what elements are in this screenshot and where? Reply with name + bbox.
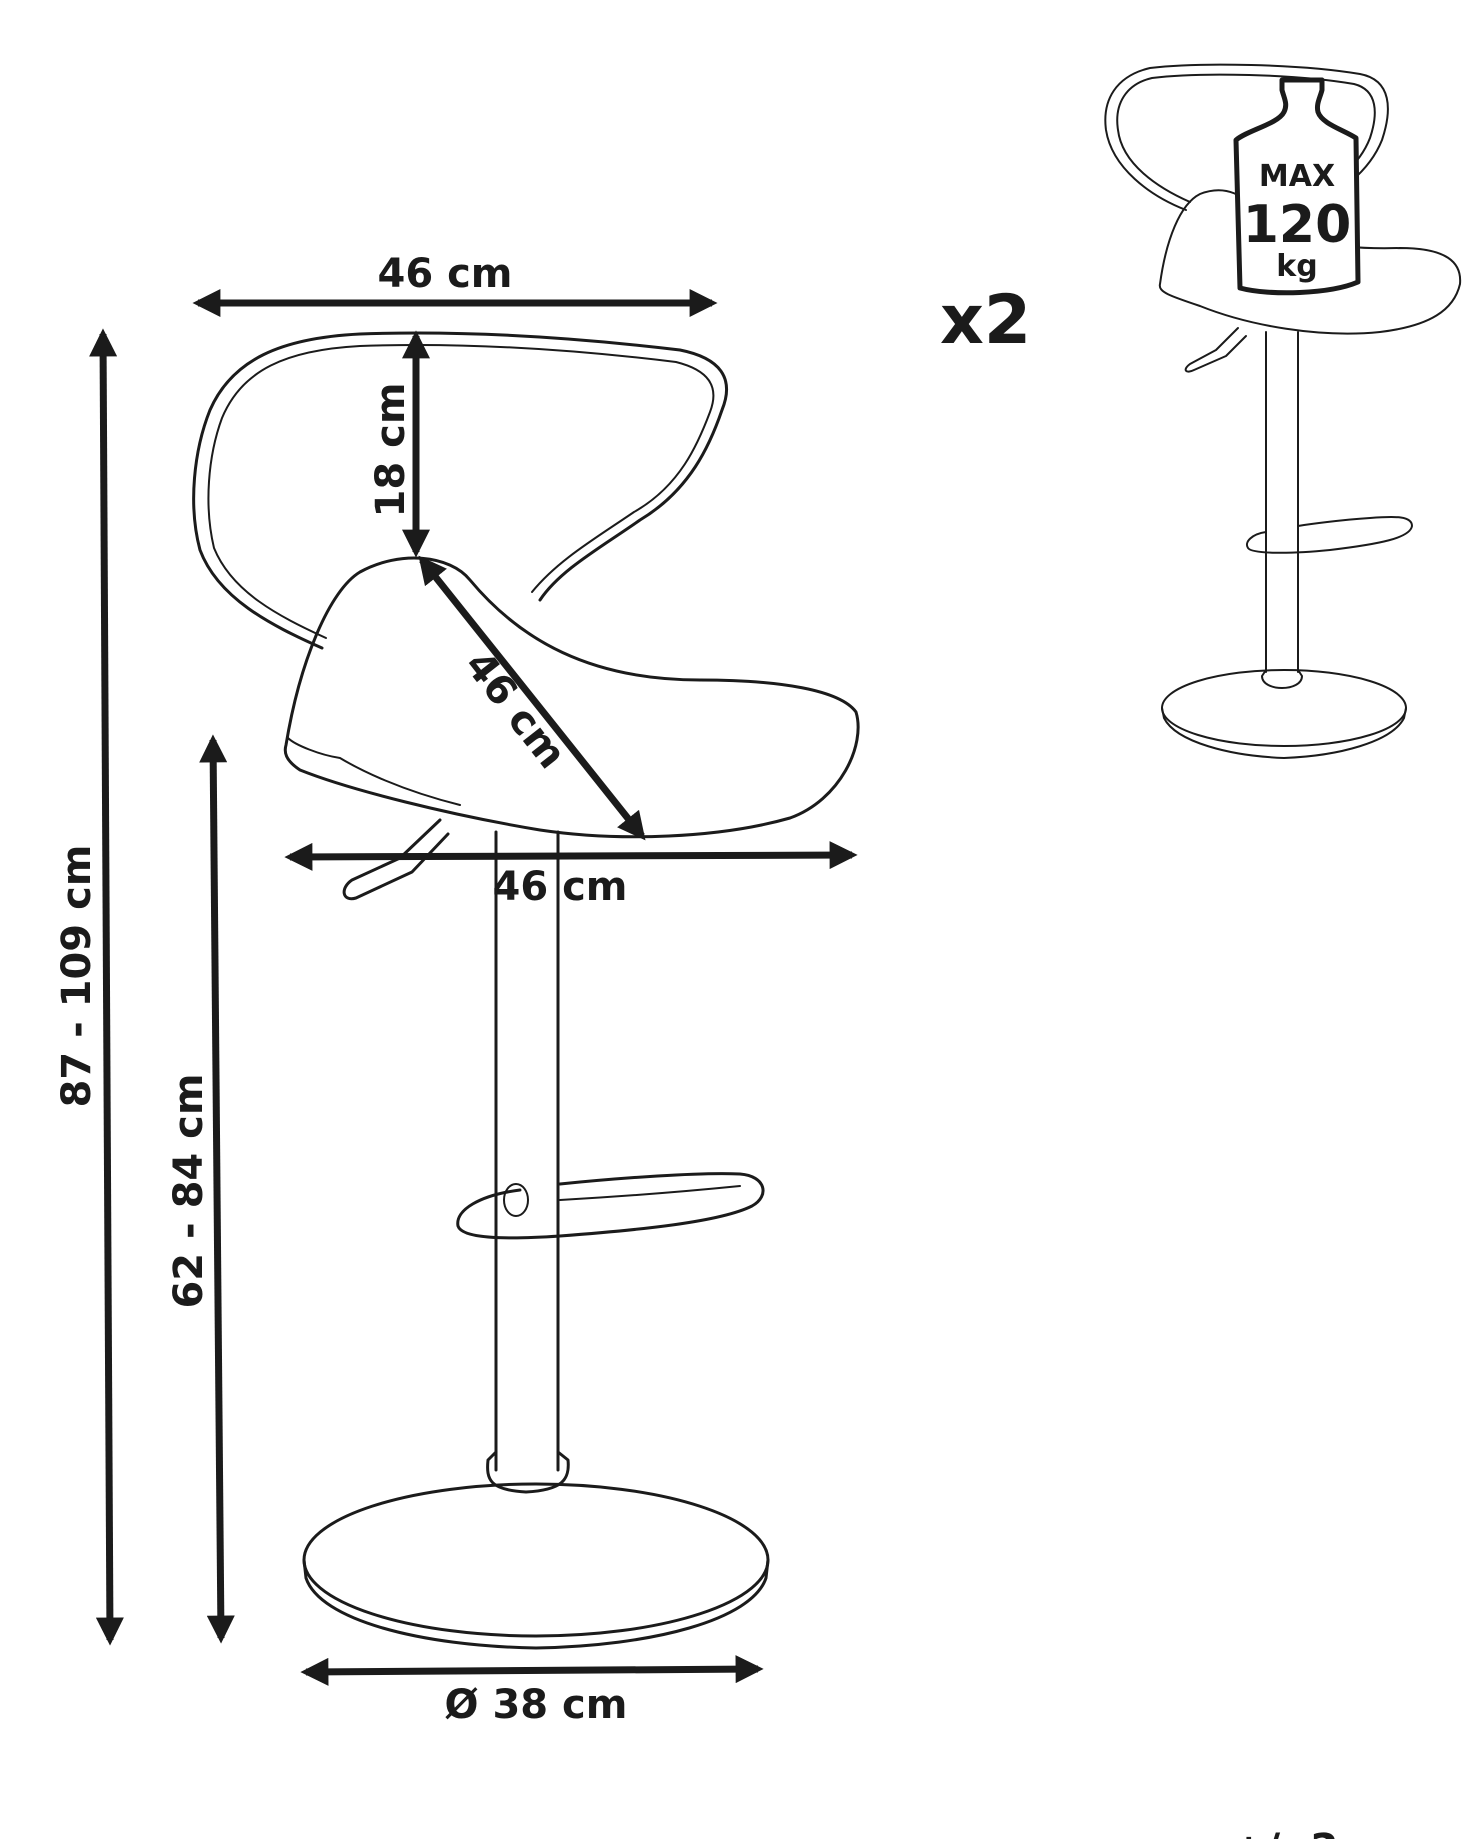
seat-outline	[283, 556, 860, 839]
seat-height-arrow	[199, 734, 235, 1644]
gas-lever	[342, 818, 450, 901]
base-top	[302, 1482, 770, 1638]
total-height-arrow	[89, 328, 124, 1646]
small-base-side	[1161, 707, 1407, 759]
total-height-label: 87 - 109 cm	[54, 845, 100, 1108]
small-gas-lever	[1184, 327, 1247, 373]
tolerance-footnote: +/- 2 cm	[1232, 1826, 1418, 1839]
dimension-labels: 46 cm 18 cm 46 cm 46 cm 87 - 109 cm 62 -…	[54, 251, 627, 1728]
small-footrest-ring	[1246, 516, 1413, 554]
quantity-label: x2	[940, 281, 1031, 360]
weight-icon	[1233, 77, 1361, 296]
backrest-inner-outline	[207, 343, 715, 639]
small-backrest-outline	[1104, 63, 1389, 211]
base-side	[302, 1558, 770, 1650]
backrest-outline	[192, 331, 728, 650]
column-collar	[486, 1450, 570, 1494]
seat-depth-label: 46 cm	[456, 643, 575, 778]
dimension-arrows	[89, 289, 858, 1686]
seat-height-label: 62 - 84 cm	[166, 1073, 212, 1308]
seat-width-arrow	[284, 841, 858, 871]
footrest-inner	[559, 1185, 741, 1201]
small-seat-outline	[1158, 189, 1462, 335]
max-load-line1: MAX	[1259, 159, 1335, 194]
seat-width-label: 46 cm	[493, 864, 628, 910]
max-load-line2: 120	[1243, 195, 1352, 255]
footrest-clamp	[503, 1183, 529, 1217]
top-width-label: 46 cm	[378, 251, 513, 297]
base-diameter-arrow	[300, 1655, 764, 1686]
small-collar	[1261, 669, 1303, 689]
main-stool-drawing	[192, 331, 860, 1650]
base-diameter-label: Ø 38 cm	[445, 1682, 628, 1728]
backrest-height-label: 18 cm	[368, 383, 414, 518]
small-base-top	[1161, 669, 1407, 747]
small-backrest-inner	[1116, 73, 1376, 203]
seat-depth-arrow	[418, 555, 646, 841]
small-stool-drawing	[1104, 63, 1462, 759]
max-load-line3: kg	[1276, 249, 1317, 284]
max-load-badge: MAX 120 kg	[1233, 77, 1361, 296]
footrest-ring	[456, 1172, 765, 1240]
